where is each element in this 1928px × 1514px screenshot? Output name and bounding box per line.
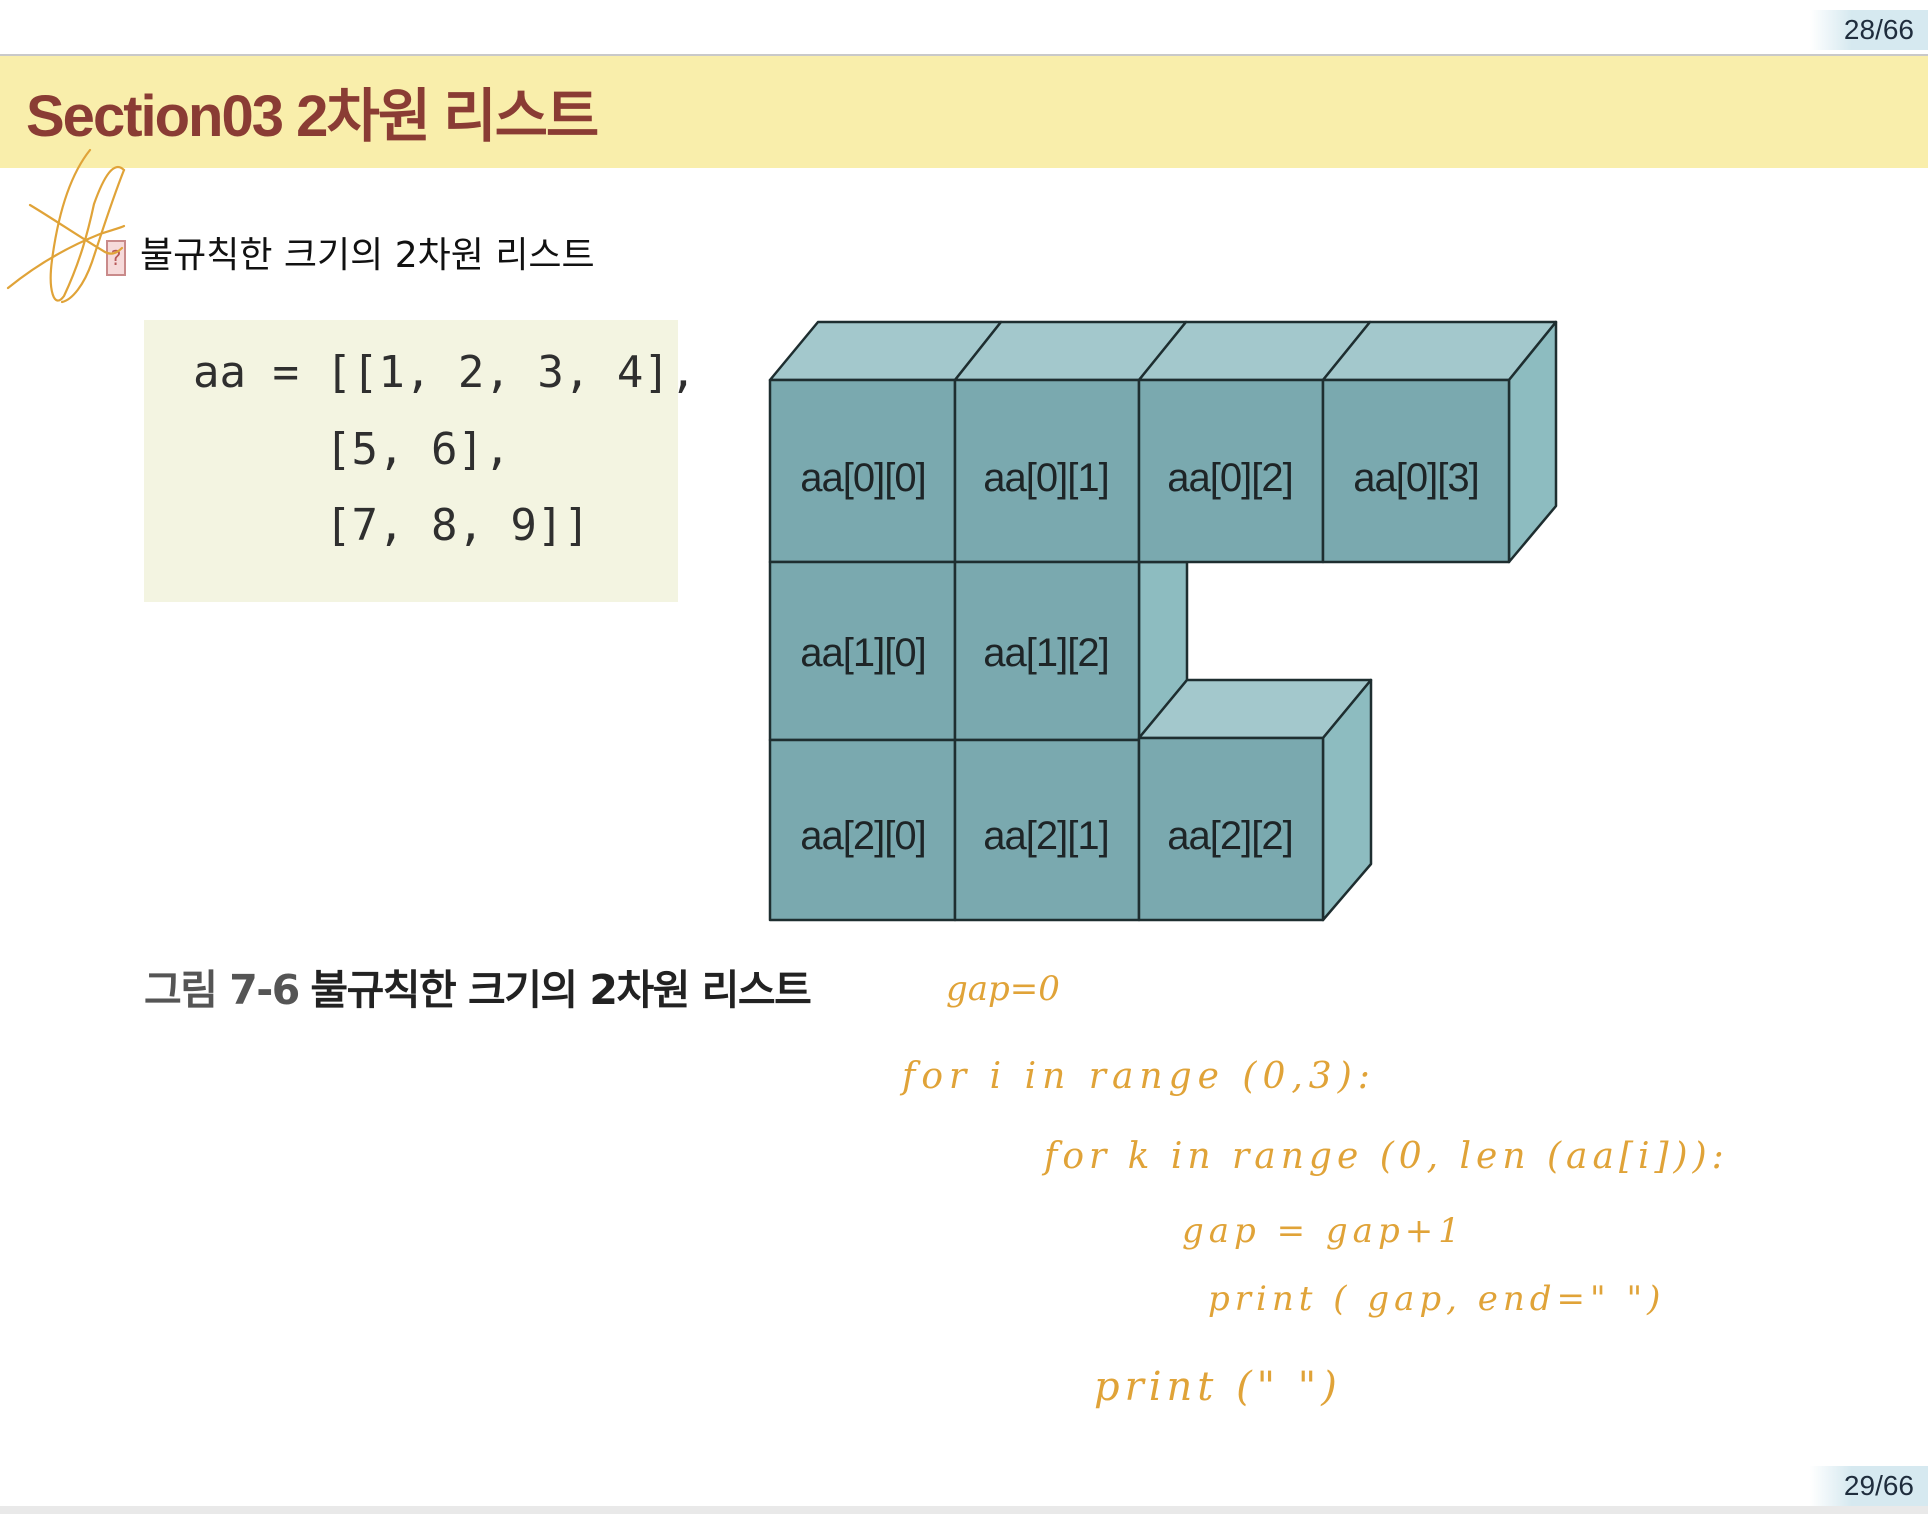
cube-front-face [768,560,957,742]
cell-label: aa[1][2] [983,631,1108,675]
note-line-2: for i in range (0,3): [899,1056,1376,1097]
cell-label: aa[2][0] [800,814,925,858]
page-bottom-strip [0,1506,1928,1514]
page-number-bottom: 29/66 [1809,1466,1928,1506]
pen-star-mark [60,168,126,304]
cube-front-face [1321,378,1511,564]
cell-label: aa[0][1] [983,456,1108,500]
bullet-heading: 불규칙한 크기의 2차원 리스트 [140,235,595,276]
figure-caption: 그림 7-6 불규칙한 크기의 2차원 리스트 [144,962,812,1018]
figure-title: 불규칙한 크기의 2차원 리스트 [310,966,812,1014]
code-block: aa = [[1, 2, 3, 4], [5, 6], [7, 8, 9]] [144,320,696,602]
cell-label: aa[0][0] [800,456,925,500]
page-number-top: 28/66 [1809,10,1928,50]
cube-front-face [953,738,1141,922]
pen-star-mark [28,203,124,255]
cube-front-face [768,738,957,922]
cube-front-face [953,560,1141,742]
figure-number: 그림 7-6 [144,966,300,1014]
code-line-3: [7, 8, 9]] [325,500,590,551]
pen-star-mark [6,224,126,290]
note-line-1: gap=0 [946,969,1060,1009]
cell-label: aa[0][3] [1353,456,1478,500]
note-line-6: print (" ") [1094,1364,1342,1410]
cube-front-face [1137,736,1325,922]
note-line-5: print ( gap, end=" ") [1208,1279,1665,1319]
note-line-4: gap = gap+1 [1182,1211,1465,1251]
cell-label: aa[2][1] [983,814,1108,858]
cell-label: aa[0][2] [1167,456,1292,500]
cell-label: aa[2][2] [1167,814,1292,858]
section-title: Section03 2차원 리스트 [26,84,599,149]
code-line-1: aa = [[1, 2, 3, 4], [193,347,697,398]
cell-label: aa[1][0] [800,631,925,675]
cube-front-face [768,378,957,564]
pen-star-mark [49,148,126,302]
page-top-strip [0,0,1928,56]
code-line-2: [5, 6], [325,424,511,475]
note-line-3: for k in range (0, len (aa[i])): [1041,1136,1729,1177]
section-header-bar [0,56,1928,168]
cube-front-face [1137,378,1325,564]
